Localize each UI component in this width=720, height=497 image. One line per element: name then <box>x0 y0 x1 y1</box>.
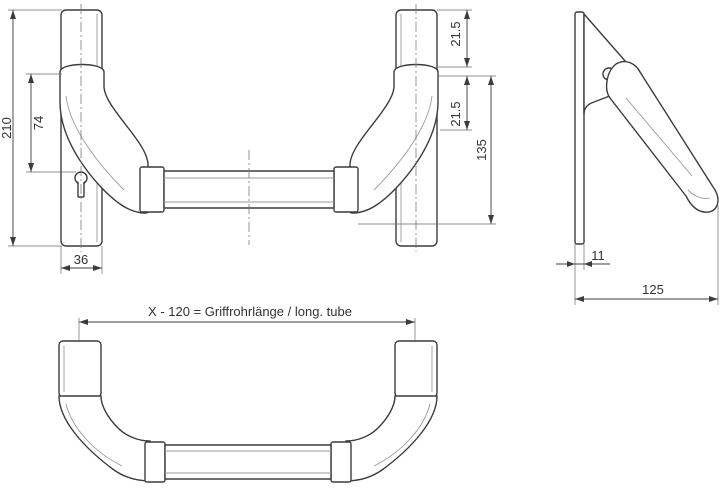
dim-arm-thickness: 11 <box>591 248 605 263</box>
dim-overall-height: 210 <box>0 117 14 139</box>
left-tube-cap <box>139 166 165 213</box>
dim-hole-spacing: 74 <box>31 116 46 130</box>
dim-mid-offset: 21.5 <box>448 101 463 126</box>
side-push-arm <box>605 60 719 213</box>
side-arm-shade <box>625 97 693 177</box>
top-right-block <box>394 340 438 398</box>
top-left-arm <box>58 395 151 482</box>
side-arm-end <box>687 189 711 199</box>
right-tube-cap <box>333 166 359 213</box>
front-view <box>59 4 439 252</box>
top-left-cap <box>144 441 166 483</box>
front-dimensions: 210 74 36 21.5 21.5 135 <box>0 9 496 274</box>
side-dimensions: 11 125 <box>556 205 719 305</box>
top-tube <box>164 444 332 480</box>
top-view: X - 120 = Griffrohrlänge / long. tube <box>58 304 438 483</box>
dim-bar-drop: 135 <box>474 139 489 161</box>
dim-plate-width: 36 <box>74 252 88 267</box>
left-arm-shade <box>65 95 125 191</box>
side-view <box>574 11 719 245</box>
right-arm-shade <box>373 95 433 191</box>
top-right-cap <box>330 441 352 483</box>
dim-tube-formula: X - 120 = Griffrohrlänge / long. tube <box>148 304 352 319</box>
dim-projection: 125 <box>642 282 664 297</box>
top-left-block <box>58 340 102 398</box>
side-wall-plate <box>574 11 585 245</box>
top-right-arm <box>345 395 438 482</box>
dim-top-offset: 21.5 <box>448 21 463 46</box>
